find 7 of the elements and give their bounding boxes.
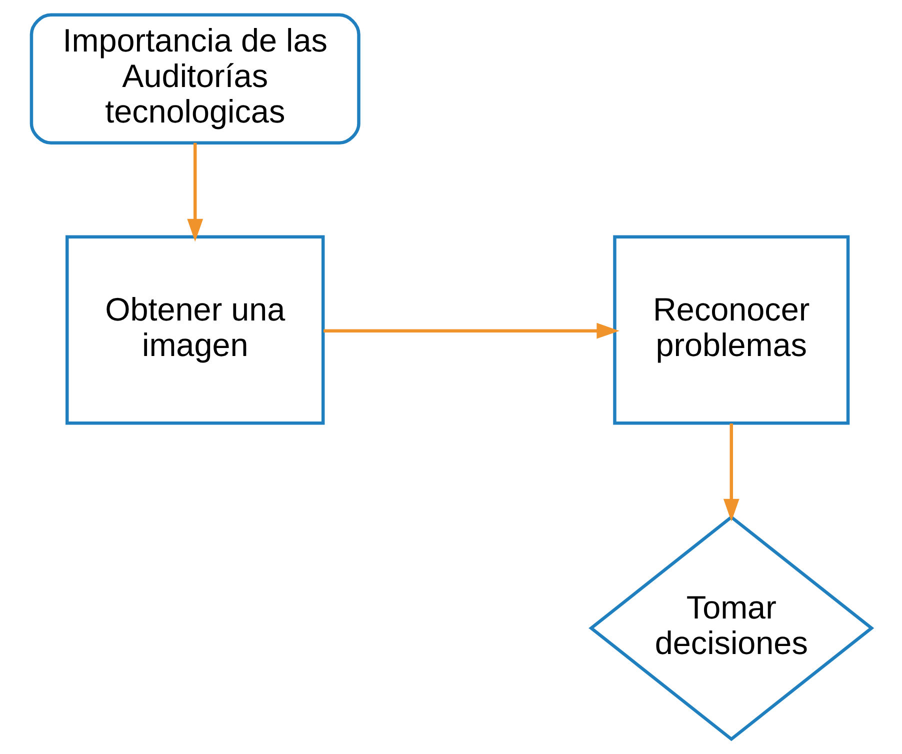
node-box: Reconocer problemas xyxy=(612,235,850,425)
arrow xyxy=(323,322,619,339)
node-box: Importancia de las Auditorías tecnologicas xyxy=(29,13,360,144)
node-diamond: Tomar decisiones xyxy=(588,515,874,742)
arrow xyxy=(722,424,739,522)
arrow xyxy=(186,142,203,242)
node-box: Obtener una imagen xyxy=(65,235,324,425)
